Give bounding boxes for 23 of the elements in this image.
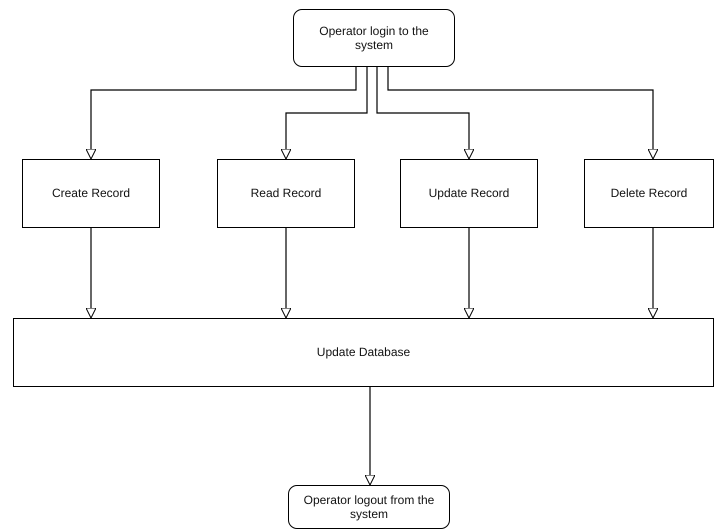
node-label: Update Record: [428, 186, 510, 201]
node-label: Update Database: [316, 345, 410, 360]
arrow: [464, 228, 474, 318]
node-label: Operator logout from the system: [302, 492, 436, 522]
terminal-box: [288, 485, 450, 529]
arrow: [376, 67, 474, 160]
arrow: [648, 228, 658, 318]
node-label: Create Record: [52, 186, 130, 201]
node-label: Operator login to the system: [318, 24, 430, 52]
process-box: [22, 159, 160, 228]
arrow: [364, 387, 376, 486]
process-box: [584, 159, 714, 228]
process-box: [400, 159, 538, 228]
node-label: Read Record: [250, 186, 322, 201]
node-label: Delete Record: [610, 186, 688, 201]
arrow: [280, 228, 292, 318]
arrow: [86, 228, 96, 318]
process-box: [13, 318, 714, 387]
process-box: [217, 159, 355, 228]
arrow: [86, 67, 357, 160]
arrow: [280, 67, 368, 160]
arrow: [387, 67, 658, 160]
terminal-box: [293, 9, 455, 67]
